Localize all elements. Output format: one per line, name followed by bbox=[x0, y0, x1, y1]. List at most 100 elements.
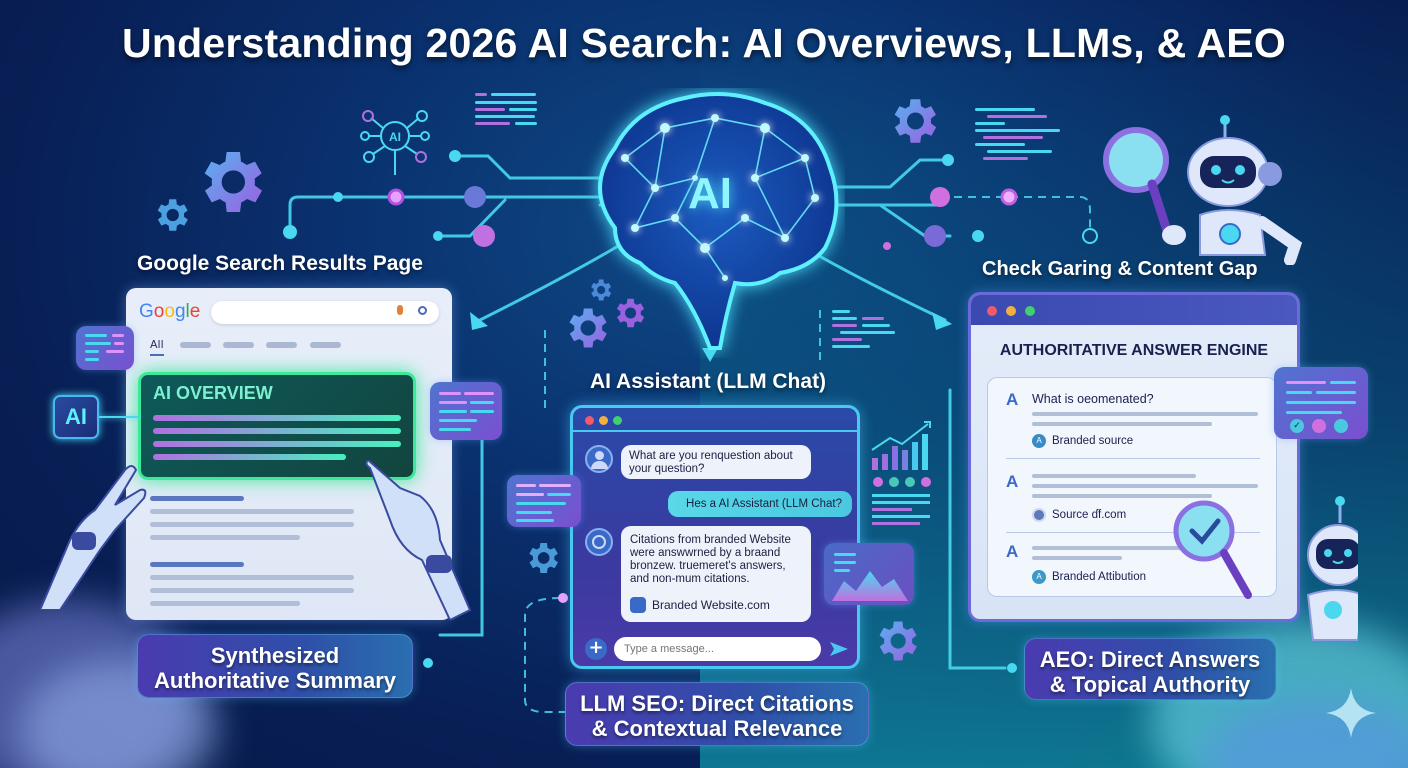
llm-section-heading: AI Assistant (LLM Chat) bbox=[590, 370, 827, 393]
ai-badge: AI bbox=[53, 395, 99, 439]
svg-text:AI: AI bbox=[688, 169, 732, 218]
middle-caption-line2: & Contextual Relevance bbox=[591, 716, 843, 741]
tab-placeholder[interactable] bbox=[223, 342, 254, 348]
page-title: Understanding 2026 AI Search: AI Overvie… bbox=[122, 20, 1286, 66]
answer-text-line bbox=[1032, 556, 1122, 560]
tab-placeholder[interactable] bbox=[266, 342, 297, 348]
chat-bubble-decoration bbox=[507, 475, 581, 527]
chat-bubble-decoration bbox=[76, 326, 134, 370]
gear-icon-mid-2 bbox=[569, 308, 607, 348]
window-titlebar bbox=[971, 295, 1297, 325]
right-caption-line2: & Topical Authority bbox=[1049, 672, 1251, 697]
google-logo: Google bbox=[139, 301, 201, 322]
answer-marker: A bbox=[1006, 472, 1019, 491]
window-minimize-button[interactable] bbox=[1006, 306, 1016, 316]
window-close-button[interactable] bbox=[585, 416, 594, 425]
search-icon[interactable] bbox=[418, 306, 427, 315]
result-text-line bbox=[150, 588, 354, 593]
globe-avatar-icon bbox=[585, 528, 613, 556]
code-snippet-decoration bbox=[475, 93, 545, 133]
analytics-bar-chart-icon bbox=[871, 421, 931, 525]
result-text-line bbox=[150, 601, 300, 606]
window-close-button[interactable] bbox=[987, 306, 997, 316]
answer-text-line bbox=[1032, 484, 1258, 488]
aeo-section-heading: Check Garing & Content Gap bbox=[982, 258, 1258, 280]
robot-hand-right-icon bbox=[365, 460, 472, 620]
left-caption-line1: Synthesized bbox=[210, 643, 340, 668]
answer-text-line bbox=[1032, 422, 1212, 426]
window-maximize-button[interactable] bbox=[1025, 306, 1035, 316]
microphone-icon[interactable] bbox=[397, 305, 403, 315]
robot-magnifier-icon bbox=[1103, 115, 1303, 265]
result-title-line bbox=[150, 562, 244, 567]
source-badge-icon: A bbox=[1032, 570, 1046, 584]
overview-text-line bbox=[153, 441, 401, 447]
gear-icon-large-left bbox=[204, 152, 262, 212]
ai-brain-icon: AI bbox=[598, 92, 839, 350]
gear-icon-mid-1 bbox=[591, 279, 612, 301]
answer-source[interactable]: A Branded source bbox=[1032, 434, 1133, 448]
ai-overview-box[interactable]: AI OVERVIEW bbox=[138, 372, 416, 480]
divider bbox=[1006, 458, 1260, 459]
answer-engine-window: AUTHORITATIVE ANSWER ENGINE A What is oe… bbox=[968, 292, 1300, 622]
wave-chart-icon bbox=[832, 571, 908, 601]
add-attachment-button[interactable]: + bbox=[585, 638, 607, 660]
tab-placeholder[interactable] bbox=[180, 342, 211, 348]
answer-source[interactable]: Source ɗf.com bbox=[1032, 508, 1126, 522]
answer-text-line bbox=[1032, 412, 1258, 416]
svg-text:AI: AI bbox=[389, 130, 401, 144]
message-input[interactable] bbox=[614, 637, 821, 661]
robot-check-magnifier-icon bbox=[1173, 496, 1358, 641]
robot-hand-left-icon bbox=[40, 465, 147, 610]
answer-marker: A bbox=[1006, 390, 1019, 409]
window-titlebar bbox=[573, 408, 857, 432]
citation-source-link[interactable]: Branded Website.com bbox=[630, 597, 770, 613]
chat-bubble-decoration bbox=[430, 382, 502, 440]
send-icon[interactable] bbox=[829, 640, 849, 658]
right-caption-line1: AEO: Direct Answers bbox=[1039, 647, 1261, 672]
answer-marker: A bbox=[1006, 542, 1019, 561]
window-maximize-button[interactable] bbox=[613, 416, 622, 425]
source-badge-icon: A bbox=[1032, 434, 1046, 448]
overview-text-line bbox=[153, 454, 346, 460]
ai-network-hub-icon: AI bbox=[360, 110, 430, 175]
answer-text-line bbox=[1032, 546, 1196, 550]
google-search-input[interactable] bbox=[211, 301, 439, 324]
middle-caption-box: LLM SEO: Direct Citations & Contextual R… bbox=[565, 682, 869, 746]
chat-message-citation: Citations from branded Website were answ… bbox=[621, 526, 811, 622]
wave-chart-bubble bbox=[824, 543, 914, 605]
answer-text-line bbox=[1032, 494, 1212, 498]
answer-source[interactable]: A Branded Attibution bbox=[1032, 570, 1146, 584]
overview-text-line bbox=[153, 428, 401, 434]
globe-icon bbox=[1032, 508, 1046, 522]
tab-placeholder[interactable] bbox=[310, 342, 341, 348]
left-caption-line2: Authoritative Summary bbox=[153, 668, 397, 693]
result-text-line bbox=[150, 522, 354, 527]
window-minimize-button[interactable] bbox=[599, 416, 608, 425]
sparkle-icon bbox=[1326, 688, 1376, 738]
code-snippet-decoration-right bbox=[965, 108, 1065, 168]
result-title-line bbox=[150, 496, 244, 501]
right-caption-box: AEO: Direct Answers & Topical Authority bbox=[1024, 638, 1276, 700]
result-text-line bbox=[150, 509, 354, 514]
gear-icon-bottom-left-chat bbox=[529, 543, 558, 573]
check-icon: ✓ bbox=[1290, 419, 1304, 433]
answer-question[interactable]: What is oeomenated? bbox=[1032, 392, 1154, 406]
ai-overview-title: AI OVERVIEW bbox=[153, 383, 273, 403]
overview-text-line bbox=[153, 415, 401, 421]
gear-icon-small-left bbox=[157, 199, 188, 231]
middle-caption-line1: LLM SEO: Direct Citations bbox=[580, 691, 854, 716]
citation-text: Citations from branded Website were answ… bbox=[630, 534, 791, 585]
tab-all[interactable]: All bbox=[150, 338, 164, 356]
gear-icon-top-right bbox=[894, 99, 937, 143]
divider bbox=[1006, 532, 1260, 533]
gear-icon-bottom-right-chat bbox=[879, 621, 917, 661]
ai-badge-connector bbox=[99, 416, 139, 418]
chat-message-assistant: Hes a AI Assistant (LLM Chat? bbox=[668, 491, 852, 517]
result-text-line bbox=[150, 535, 300, 540]
result-text-line bbox=[150, 575, 354, 580]
gear-icon-mid-3 bbox=[616, 298, 645, 328]
answer-engine-title: AUTHORITATIVE ANSWER ENGINE bbox=[999, 342, 1269, 359]
llm-chat-window: What are you renquestion about your ques… bbox=[570, 405, 860, 669]
google-section-heading: Google Search Results Page bbox=[137, 252, 423, 275]
